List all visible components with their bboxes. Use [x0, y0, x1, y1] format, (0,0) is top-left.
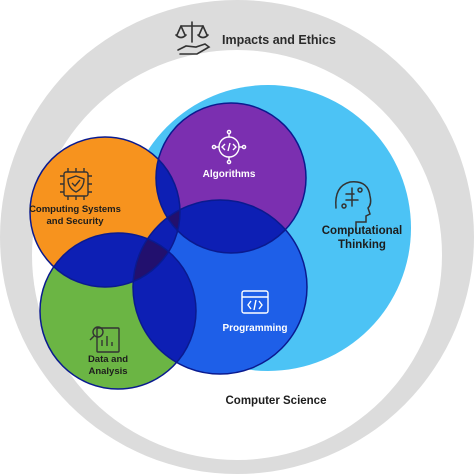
- algorithms-label: Algorithms: [203, 169, 256, 180]
- computing-systems-label-2: and Security: [46, 216, 104, 227]
- code-window-icon: [241, 290, 269, 314]
- shield-chip-icon: [60, 168, 92, 200]
- head-circuit-icon: [335, 181, 372, 231]
- programming-label: Programming: [222, 323, 287, 334]
- network-code-icon: [211, 129, 247, 165]
- data-analysis-label-2: Analysis: [88, 366, 127, 377]
- computer-science-label: Computer Science: [226, 395, 327, 407]
- computational-thinking-label-1: Computational: [322, 225, 403, 237]
- scales-hand-icon: [175, 21, 211, 55]
- circle-outlines: [29, 102, 308, 390]
- computational-thinking-label-2: Thinking: [338, 239, 386, 251]
- data-analysis-label-1: Data and: [88, 354, 128, 365]
- chart-magnifier-icon: [89, 326, 120, 353]
- impacts-ethics-label: Impacts and Ethics: [222, 33, 336, 47]
- computing-systems-label-1: Computing Systems: [29, 204, 121, 215]
